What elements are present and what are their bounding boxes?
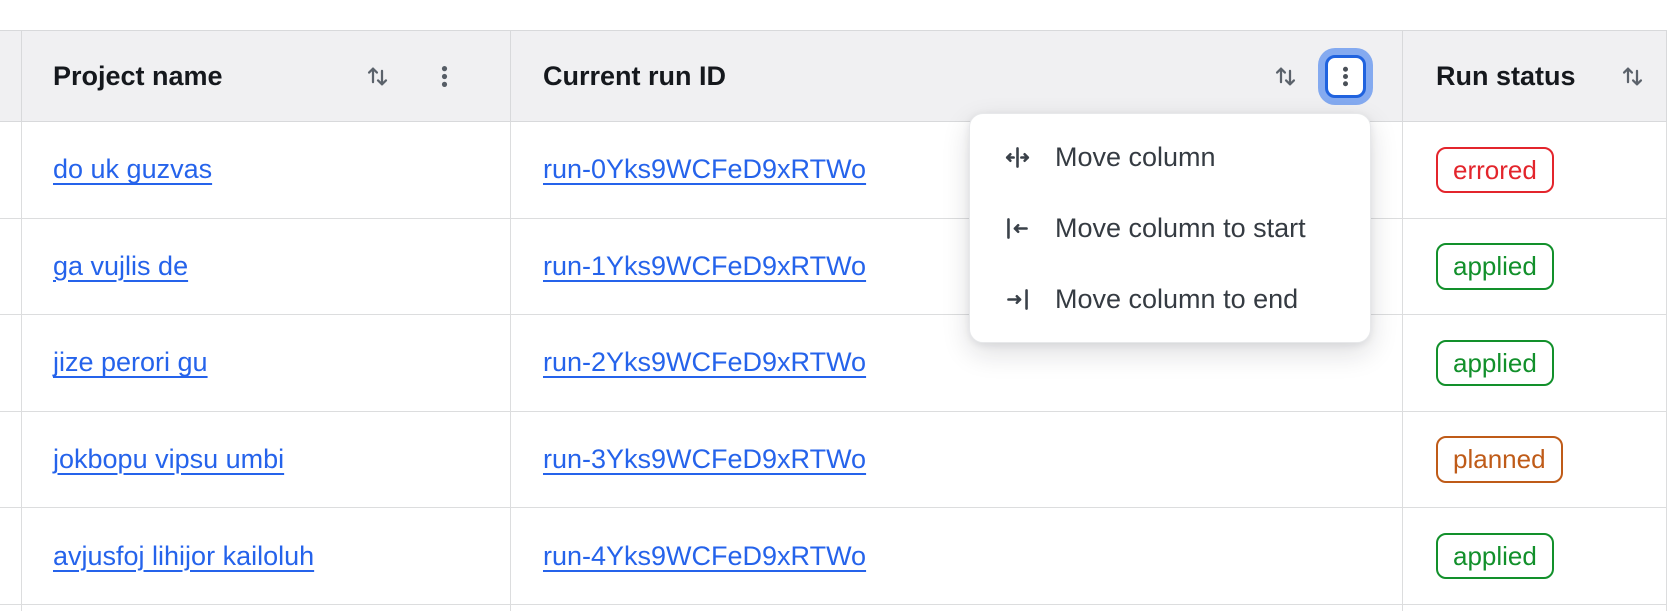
status-badge: applied	[1436, 532, 1554, 580]
run-id-cell: run-1Yks9WCFeD9xRTWo	[511, 218, 1403, 315]
table-row: ga vujlis de run-1Yks9WCFeD9xRTWo applie…	[0, 218, 1667, 316]
status-badge: planned	[1436, 436, 1563, 483]
run-id-cell: run-3Yks9WCFeD9xRTWo	[511, 411, 1403, 508]
run-id-cell: run-2Yks9WCFeD9xRTWo	[511, 315, 1403, 411]
table-row: avjusfoj lihijor kailoluh run-4Yks9WCFeD…	[0, 508, 1667, 605]
row-handle-cell	[0, 604, 22, 611]
run-id-link[interactable]: run-1Yks9WCFeD9xRTWo	[543, 250, 867, 281]
status-badge: errored	[1436, 146, 1554, 194]
column-label-run-status: Run status	[1436, 60, 1576, 91]
move-column-to-end-icon	[1007, 289, 1028, 310]
run-status-cell: applied	[1403, 218, 1667, 315]
status-badge: applied	[1436, 339, 1554, 387]
menu-item-label: Move column to end	[1055, 284, 1299, 314]
run-id-link[interactable]: run-3Yks9WCFeD9xRTWo	[543, 444, 867, 475]
current-run-id-header-icons	[1272, 54, 1366, 98]
project-link[interactable]: do uk guzvas	[53, 154, 213, 185]
run-id-cell: run-4Yks9WCFeD9xRTWo	[511, 508, 1403, 604]
run-status-cell: applied	[1403, 508, 1667, 604]
row-handle-cell	[0, 315, 22, 411]
project-link[interactable]: jize perori gu	[53, 347, 208, 378]
table-row-partial	[0, 604, 1667, 611]
menu-item-move-column-to-start[interactable]: Move column to start	[970, 193, 1370, 264]
sort-arrows-icon[interactable]	[1619, 63, 1646, 90]
run-id-cell: run-0Yks9WCFeD9xRTWo	[511, 122, 1403, 218]
run-id-link[interactable]: run-2Yks9WCFeD9xRTWo	[543, 347, 867, 378]
project-link[interactable]: jokbopu vipsu umbi	[53, 444, 285, 475]
header-handle-cell	[0, 31, 22, 121]
project-link[interactable]: avjusfoj lihijor kailoluh	[53, 540, 315, 571]
move-column-icon	[1005, 147, 1030, 168]
row-handle-cell	[0, 508, 22, 604]
run-status-cell: planned	[1403, 411, 1667, 508]
menu-item-move-column[interactable]: Move column	[970, 122, 1370, 193]
table-body: do uk guzvas run-0Yks9WCFeD9xRTWo errore…	[0, 122, 1667, 611]
row-handle-cell	[0, 411, 22, 508]
project-name-cell: jize perori gu	[22, 315, 511, 411]
status-badge: applied	[1436, 243, 1554, 290]
table-row: do uk guzvas run-0Yks9WCFeD9xRTWo errore…	[0, 122, 1667, 219]
table-header-row: Project name Curre	[0, 30, 1667, 122]
row-handle-cell	[0, 218, 22, 315]
run-id-link[interactable]: run-4Yks9WCFeD9xRTWo	[543, 540, 867, 571]
table-row: jize perori gu run-2Yks9WCFeD9xRTWo appl…	[0, 315, 1667, 412]
run-status-header-icons	[1619, 63, 1646, 90]
sort-arrows-icon[interactable]	[1272, 63, 1299, 90]
project-name-cell: jokbopu vipsu umbi	[22, 411, 511, 508]
column-label-project-name: Project name	[53, 60, 223, 91]
project-link[interactable]: ga vujlis de	[53, 250, 189, 281]
run-id-cell	[511, 604, 1403, 611]
run-id-link[interactable]: run-0Yks9WCFeD9xRTWo	[543, 154, 867, 185]
header-current-run-id: Current run ID	[511, 31, 1403, 121]
move-column-to-start-icon	[1007, 218, 1028, 239]
run-status-cell: applied	[1403, 315, 1667, 411]
run-status-cell: errored	[1403, 122, 1667, 218]
header-run-status: Run status	[1403, 31, 1667, 121]
menu-item-move-column-to-end[interactable]: Move column to end	[970, 264, 1370, 335]
project-name-cell: ga vujlis de	[22, 218, 511, 315]
run-status-cell	[1403, 604, 1667, 611]
menu-item-label: Move column	[1055, 142, 1216, 172]
column-options-menu: Move column Move column to start Move co…	[969, 113, 1371, 343]
column-options-icon-active[interactable]	[1325, 54, 1366, 98]
header-project-name: Project name	[22, 31, 511, 121]
row-handle-cell	[0, 122, 22, 218]
sort-arrows-icon[interactable]	[364, 63, 391, 90]
column-label-current-run-id: Current run ID	[543, 60, 727, 91]
project-name-header-icons	[364, 63, 458, 90]
project-name-cell: avjusfoj lihijor kailoluh	[22, 508, 511, 604]
menu-item-label: Move column to start	[1055, 213, 1306, 243]
table-row: jokbopu vipsu umbi run-3Yks9WCFeD9xRTWo …	[0, 411, 1667, 509]
projects-table: Project name Curre	[0, 30, 1667, 611]
column-options-icon[interactable]	[431, 63, 458, 90]
project-name-cell: do uk guzvas	[22, 122, 511, 218]
project-name-cell	[22, 604, 511, 611]
